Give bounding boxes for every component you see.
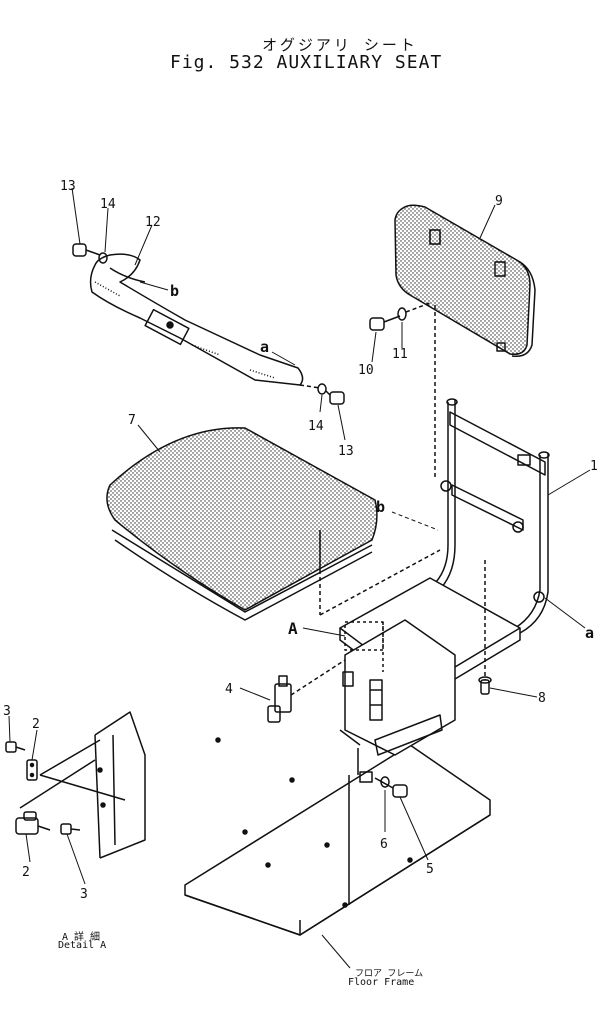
callout-8: 8: [538, 691, 546, 706]
callout-a-frame: a: [585, 624, 594, 642]
callout-10: 10: [358, 363, 374, 378]
detail-a-japanese: A 詳 細: [62, 932, 101, 943]
callout-labels: 13 14 12 b a 14 13 9 10 11 7 1 b a A 8 4…: [3, 179, 598, 902]
detail-a-plate: [19, 711, 146, 859]
part-14-washer-right: [317, 383, 327, 395]
floor-frame-label: Floor Frame: [348, 977, 415, 988]
callout-a-belt: a: [260, 338, 269, 356]
callout-11: 11: [392, 347, 408, 362]
callout-7: 7: [128, 413, 136, 428]
floor-frame-japanese: フロア フレーム: [355, 969, 424, 979]
callout-3-lower: 3: [80, 887, 88, 902]
part-2-lock-plate: [26, 759, 38, 781]
detail-a-label: Detail A: [58, 940, 107, 951]
part-14-washer-left: [98, 252, 108, 264]
part-3-bolt-lower: [60, 823, 81, 835]
part-2-latch: [15, 811, 51, 835]
part-8-bolt: [478, 560, 492, 695]
part-13-bolt-right: [325, 390, 345, 405]
callout-2-upper: 2: [32, 717, 40, 732]
backrest: [394, 204, 536, 480]
callout-13-upper: 13: [60, 179, 76, 194]
callout-A-detail: A: [288, 619, 298, 638]
floor-frame: [184, 737, 491, 936]
seat-base: [339, 577, 521, 783]
callout-9: 9: [495, 194, 503, 209]
figure-title: Fig. 532 AUXILIARY SEAT: [170, 52, 443, 73]
callout-3-upper: 3: [3, 704, 11, 719]
part-4-catch: [267, 659, 346, 723]
callout-14-lower: 14: [308, 419, 324, 434]
callout-13-lower: 13: [338, 444, 354, 459]
part-11-washer: [397, 302, 431, 321]
callout-5: 5: [426, 862, 434, 877]
callout-12: 12: [145, 215, 161, 230]
title-japanese: オグジアリ シート: [262, 36, 418, 54]
callout-b-frame: b: [376, 498, 385, 516]
part-3-bolt-upper: [5, 741, 26, 753]
seat-cushion: [106, 427, 441, 621]
seat-belt: [89, 253, 321, 389]
part-10-bolt: [369, 315, 401, 331]
callout-14-upper: 14: [100, 197, 116, 212]
callout-2-lower: 2: [22, 865, 30, 880]
callout-6: 6: [380, 837, 388, 852]
callout-b-belt: b: [170, 282, 179, 300]
callout-4: 4: [225, 682, 233, 697]
part-13-bolt-left: [72, 243, 101, 257]
leader-lines: [8, 187, 591, 969]
callout-1: 1: [590, 459, 598, 474]
